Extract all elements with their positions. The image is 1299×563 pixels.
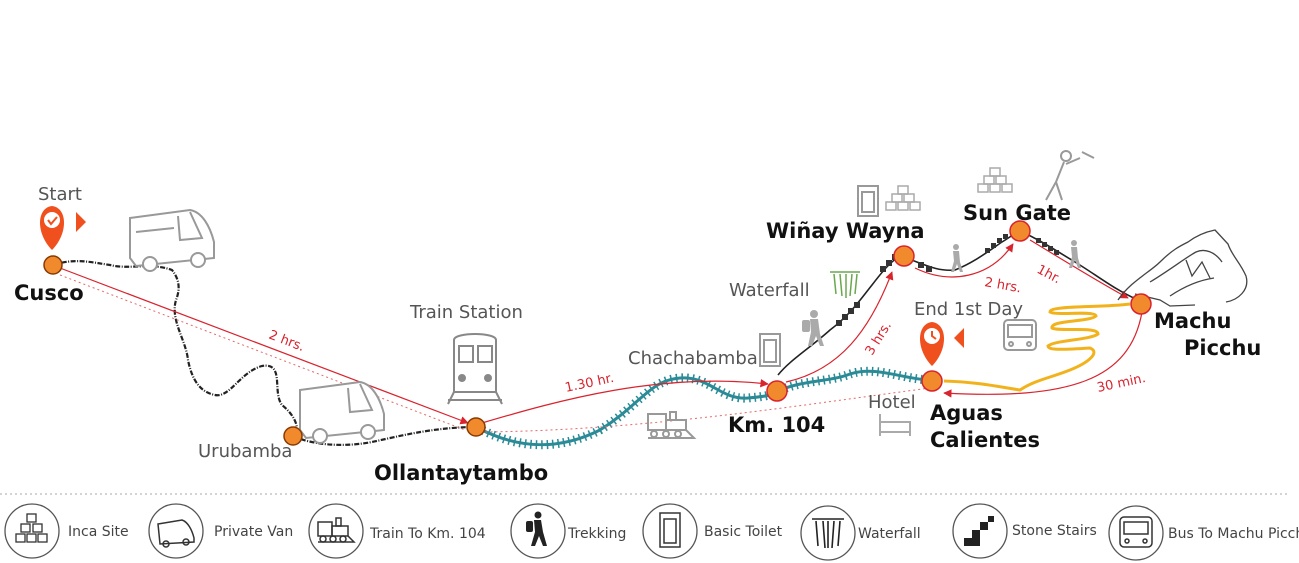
hiker-icon xyxy=(802,310,824,346)
toilet-icon xyxy=(659,512,681,548)
legend-item-stone-stairs: Stone Stairs xyxy=(952,503,1097,559)
bus-icon xyxy=(1119,516,1153,548)
railway-ties xyxy=(475,366,929,450)
legend-label: Waterfall xyxy=(858,526,921,542)
waterfall-label: Waterfall xyxy=(729,280,810,301)
hiker-icon xyxy=(951,244,963,272)
waypoint-ollantaytambo xyxy=(466,417,486,437)
duration-machu-aguas: 30 min. xyxy=(1096,371,1147,396)
route-return-dotted xyxy=(483,387,931,433)
waypoint-sun-gate xyxy=(1009,220,1031,242)
route-km104-winay xyxy=(785,271,894,383)
hotel-label: Hotel xyxy=(868,392,916,413)
place-aguas-calientes-2: Calientes xyxy=(930,428,1040,452)
legend-item-basic-toilet: Basic Toilet xyxy=(642,503,783,559)
toilet-icon xyxy=(759,333,781,367)
route-cusco-ollantaytambo xyxy=(59,267,469,425)
stairs-icon xyxy=(964,516,994,546)
legend: Inca Site Private Van Train To Km. 104 xyxy=(4,503,1299,561)
train-station-label: Train Station xyxy=(409,302,523,323)
inca-site-icon xyxy=(15,513,48,543)
chachabamba-label: Chachabamba xyxy=(628,348,758,369)
legend-label: Trekking xyxy=(567,526,626,542)
duration-ollantaytambo-km104: 1.30 hr. xyxy=(564,371,616,396)
bus-road xyxy=(943,302,1131,392)
legend-item-train: Train To Km. 104 xyxy=(308,503,486,559)
legend-item-bus: Bus To Machu Picchu xyxy=(1108,505,1299,561)
place-machu-picchu-2: Picchu xyxy=(1184,336,1261,360)
start-pin-icon xyxy=(40,206,86,250)
waypoint-machu-picchu xyxy=(1130,293,1152,315)
van-icon xyxy=(299,380,385,444)
duration-winay-sungate: 2 hrs. xyxy=(983,275,1022,296)
route-cusco-ollantaytambo-dotted xyxy=(59,274,466,431)
van-icon xyxy=(129,208,215,272)
hotel-bed-icon xyxy=(879,414,911,436)
legend-label: Stone Stairs xyxy=(1012,523,1097,539)
route-machu-aguas xyxy=(943,311,1143,398)
place-machu-picchu-1: Machu xyxy=(1154,309,1231,333)
waypoint-urubamba xyxy=(283,426,303,446)
duration-cusco-ollantaytambo: 2 hrs. xyxy=(267,328,307,355)
place-ollantaytambo: Ollantaytambo xyxy=(374,461,548,485)
legend-label: Train To Km. 104 xyxy=(369,526,486,542)
train-station-icon xyxy=(447,333,503,405)
waterfall-icon xyxy=(830,271,860,298)
hiker-icon xyxy=(1069,240,1081,268)
legend-label: Inca Site xyxy=(68,524,129,540)
place-cusco: Cusco xyxy=(14,281,84,305)
waypoint-cusco xyxy=(43,255,63,275)
duration-km104-winay: 3 hrs. xyxy=(863,319,895,358)
road-cusco-ollantaytambo xyxy=(52,260,473,446)
legend-item-inca-site: Inca Site xyxy=(4,503,129,559)
train-icon xyxy=(647,411,697,439)
place-urubamba: Urubamba xyxy=(198,441,292,462)
van-icon xyxy=(157,519,195,548)
legend-item-trekking: Trekking xyxy=(510,503,626,559)
waypoint-winay-wayna xyxy=(893,245,915,267)
start-label: Start xyxy=(38,184,82,205)
waterfall-icon xyxy=(812,518,844,549)
place-sun-gate: Sun Gate xyxy=(963,201,1071,225)
route-winay-sungate xyxy=(914,243,1014,278)
waypoints xyxy=(43,220,1152,446)
train-icon xyxy=(317,517,356,543)
legend-label: Private Van xyxy=(214,524,293,540)
hiker-icon xyxy=(526,511,547,546)
bus-icon xyxy=(1003,319,1037,351)
legend-label: Bus To Machu Picchu xyxy=(1168,526,1299,542)
legend-item-private-van: Private Van xyxy=(148,503,293,559)
place-km104: Km. 104 xyxy=(728,413,825,437)
route-ollantaytambo-km104 xyxy=(481,378,769,424)
inca-site-icon xyxy=(885,185,921,211)
place-aguas-calientes-1: Aguas xyxy=(930,401,1003,425)
route-sungate-machu xyxy=(1029,239,1129,299)
duration-sungate-machu: 1hr. xyxy=(1034,262,1063,287)
inca-site-icon xyxy=(977,167,1013,193)
toilet-icon xyxy=(857,185,879,217)
clock-pin-icon xyxy=(920,322,964,366)
legend-label: Basic Toilet xyxy=(704,524,783,540)
waypoint-aguas-calientes xyxy=(921,370,943,392)
end-first-day-label: End 1st Day xyxy=(914,299,1023,320)
place-winay-wayna: Wiñay Wayna xyxy=(766,219,925,243)
photographer-icon xyxy=(1045,150,1095,201)
legend-item-waterfall: Waterfall xyxy=(800,505,921,561)
waypoint-km104 xyxy=(766,380,788,402)
